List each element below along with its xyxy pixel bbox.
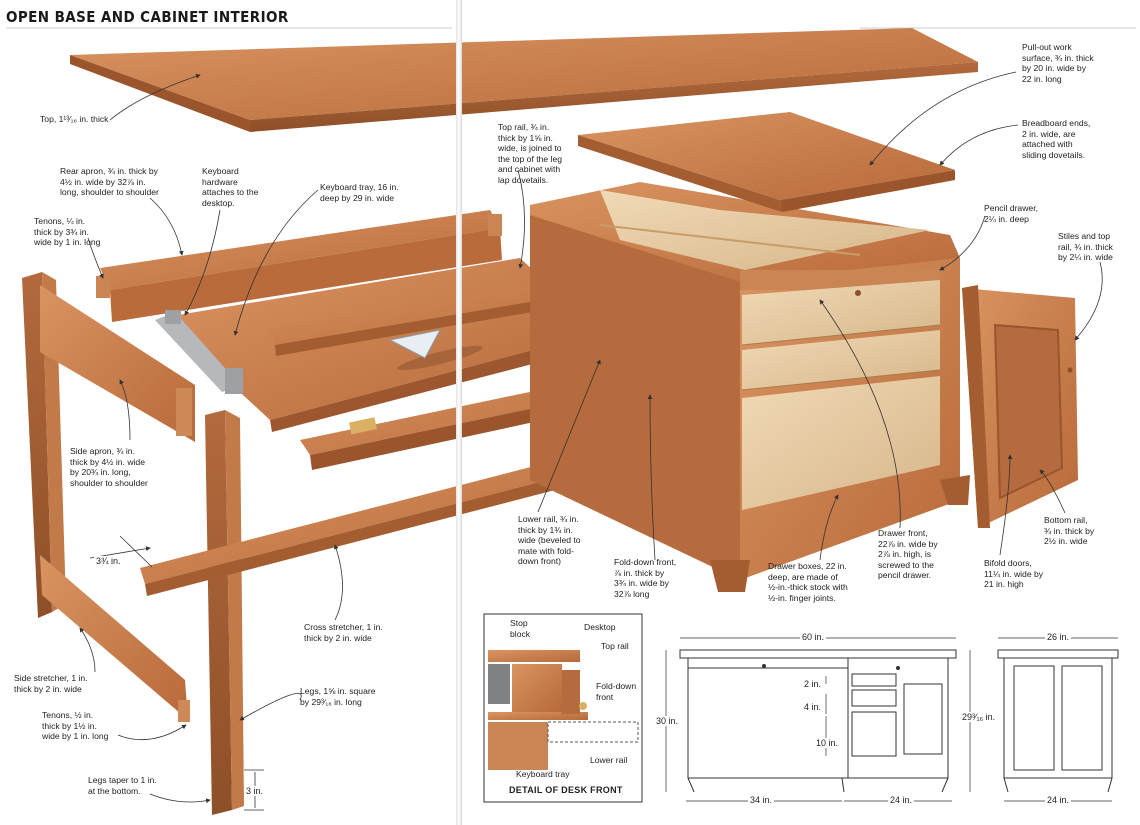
callout-top: Top, 1¹³⁄₁₆ in. thick: [40, 114, 109, 124]
callout-legs-taper: Legs taper to 1 in. at the bottom.: [88, 775, 157, 796]
callout-rear-apron: Rear apron, ¾ in. thick by 4½ in. wide b…: [60, 166, 159, 198]
front-elevation: [679, 649, 957, 793]
callout-side-apron: Side apron, ¾ in. thick by 4½ in. wide b…: [70, 446, 148, 488]
callout-cross-stretcher: Cross stretcher, 1 in. thick by 2 in. wi…: [304, 622, 383, 643]
detail-box: [483, 613, 643, 803]
callout-top-rail: Top rail, ¾ in. thick by 1⅝ in. wide, is…: [498, 122, 563, 185]
callout-drawer-boxes: Drawer boxes, 22 in. deep, are made of ½…: [768, 561, 848, 603]
detail-top-rail: Top rail: [601, 641, 629, 651]
keyboard-hardware: [155, 310, 243, 394]
callout-keyboard-tray: Keyboard tray, 16 in. deep by 29 in. wid…: [320, 182, 399, 203]
page-title: OPEN BASE AND CABINET INTERIOR: [6, 8, 289, 26]
callout-bottom-rail: Bottom rail, ¾ in. thick by 2½ in. wide: [1044, 515, 1095, 547]
detail-desktop: Desktop: [584, 622, 616, 632]
callout-legs: Legs, 1⅝ in. square by 29³⁄₁₆ in. long: [300, 686, 376, 707]
dim-3-3-4: 3¾ in.: [94, 556, 123, 566]
leader-lines: [79, 71, 1103, 811]
drawers: [741, 280, 941, 510]
dim-29: 29³⁄₁₆ in.: [960, 712, 998, 722]
callout-side-stretcher: Side stretcher, 1 in. thick by 2 in. wid…: [14, 673, 88, 694]
desktop-top: [70, 28, 978, 132]
callout-pullout: Pull-out work surface, ¾ in. thick by 20…: [1022, 42, 1094, 84]
dim-26: 26 in.: [1045, 632, 1072, 642]
detail-caption: DETAIL OF DESK FRONT: [509, 785, 623, 795]
detail-keyboard-tray: Keyboard tray: [516, 769, 570, 779]
left-leg-assembly: [22, 272, 195, 722]
dim-2: 2 in.: [802, 679, 824, 689]
dim-60: 60 in.: [800, 632, 827, 642]
detail-folddown: Fold-down front: [596, 681, 637, 702]
dim-24: 24 in.: [888, 795, 915, 805]
callout-stiles: Stiles and top rail, ¾ in. thick by 2¼ i…: [1058, 231, 1113, 263]
callout-pencil-drawer: Pencil drawer, 2¼ in. deep: [984, 203, 1038, 224]
bifold-door: [962, 285, 1078, 528]
front-leg: [205, 410, 244, 815]
dim-30: 30 in.: [654, 716, 681, 726]
callout-tenons-bottom: Tenons, ½ in. thick by 1½ in. wide by 1 …: [42, 710, 109, 742]
dim-10: 10 in.: [814, 738, 841, 748]
rear-apron: [96, 210, 502, 322]
detail-stop-block: Stop block: [510, 618, 531, 639]
callout-folddown-front: Fold-down front, ⅞ in. thick by 3¾ in. w…: [614, 557, 677, 599]
callout-tenons-top: Tenons, ¼ in. thick by 3¾ in. wide by 1 …: [34, 216, 101, 248]
callout-keyboard-hardware: Keyboard hardware attaches to the deskto…: [202, 166, 259, 208]
callout-bifold: Bifold doors, 11¼ in. wide by 21 in. hig…: [984, 558, 1044, 590]
side-elevation: [997, 649, 1119, 793]
dim-4: 4 in.: [802, 702, 824, 712]
callout-lower-rail: Lower rail, ¾ in. thick by 1¾ in. wide (…: [518, 514, 581, 567]
page-gutter: [456, 0, 462, 825]
callout-breadboard: Breadboard ends, 2 in. wide, are attache…: [1022, 118, 1091, 160]
cross-stretcher: [140, 462, 555, 596]
dim-34: 34 in.: [748, 795, 775, 805]
dim-3: 3 in.: [244, 786, 266, 796]
callout-drawer-front: Drawer front, 22⅞ in. wide by 2⅞ in. hig…: [878, 528, 938, 581]
pullout-work-surface: [578, 112, 955, 212]
detail-lower-rail: Lower rail: [590, 755, 628, 765]
dim-24b: 24 in.: [1045, 795, 1072, 805]
